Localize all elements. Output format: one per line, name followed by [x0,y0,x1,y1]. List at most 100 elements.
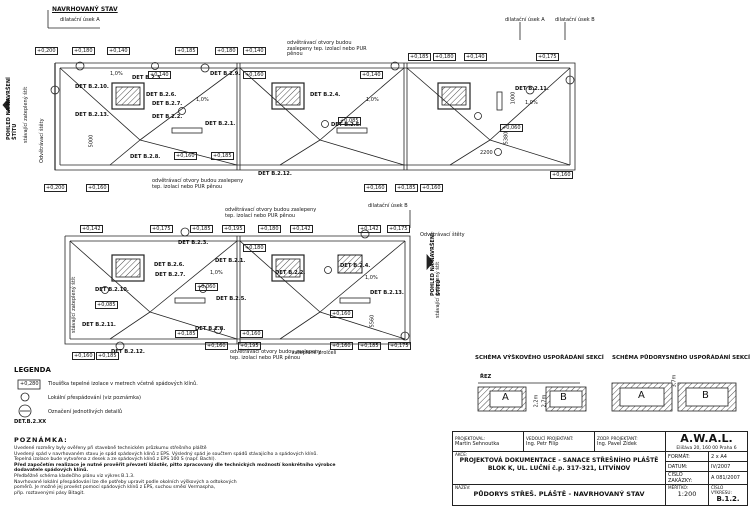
thickness-tag: +0,140 [464,53,487,61]
thickness-tag: +0,085 [338,117,361,125]
slope-label: 1,0% [365,275,378,281]
scheme-dim-2: 2,7m [541,394,548,408]
slope-label: 1,0% [196,97,209,103]
title-block: PROJEKTOVAL:Martin Sehnoutka VEDOUCÍ PRO… [452,431,748,506]
scheme-dim-3: 3,7m [671,374,678,388]
notes-body: Uvedené rozměry byly ověřeny při stavebn… [14,446,336,496]
section-schemes [477,382,737,412]
tb-projektant-label: PROJEKTOVAL: [455,436,486,441]
legend-tag-sample: +0,280 [20,381,39,387]
thickness-tag: +0,160 [330,310,353,318]
thickness-tag: +0,160 [243,71,266,79]
thickness-tag: +0,160 [86,184,109,192]
note-line: Tepelná izolace bude vytvořena z desek a… [14,457,216,463]
thickness-tag: +0,175 [388,342,411,350]
thickness-tag: +0,060 [500,124,523,132]
thickness-tag: +0,185 [96,352,119,360]
bottom-roof-plan [64,227,411,351]
thickness-tag: +0,180 [258,225,281,233]
thickness-tag: +0,185 [190,225,213,233]
thickness-tag: +0,185 [358,342,381,350]
edge-label-left: Odvětrávací štěty [39,118,45,163]
thickness-tag: +0,180 [72,47,95,55]
slope-label: 1,0% [366,97,379,103]
notes-title: POZNÁMKA: [14,436,68,444]
attic-label-right: stávající zateplený štít [435,261,441,318]
detail-tag: DET B.2.11. [82,322,116,328]
tb-akce-line2: BLOK K, UL. LUČNÍ č.p. 317-321, LITVÍNOV [487,465,631,472]
dimension-label: 5560 [369,314,376,328]
slope-label: 1,0% [110,71,123,77]
note-line: Uvedený spád v navrhovaném stavu je spád… [14,451,318,457]
detail-tag: DET B.2.6. [154,262,185,268]
thickness-tag: +0,175 [536,53,559,61]
note-line: Navrhované lokální přespádování lze dle … [14,479,237,485]
thickness-tag: +0,140 [107,47,130,55]
thickness-tag: +0,185 [175,330,198,338]
detail-tag: DET B.2.9. [210,71,241,77]
section-label-a-right: dilatační úsek A [505,17,545,23]
tb-format-label: FORMÁT: [668,453,690,460]
view-title-north: NAVRHOVANÝ STAV [52,6,118,13]
tb-zodp-label: ZODP. PROJEKTANT: [597,436,638,441]
thickness-tag: +0,195 [238,342,261,350]
tb-company-address: Elišáva 20, 160 00 Praha 6 [676,446,737,451]
detail-tag: DET B.2.12. [111,349,145,355]
tb-zakazka: A 081/2007 [711,475,740,481]
section-label-b-bottom: dilatační úsek B [368,203,408,209]
view-arrows [2,96,434,271]
detail-tag: DET B.2.5. [331,122,362,128]
detail-tag: DET B.2.2. [152,114,183,120]
tb-projektant: Martin Sehnoutka [455,441,500,447]
tb-zakazka-label: ČÍSLO ZAKÁZKY: [668,472,693,484]
detail-tag: DET B.2.7. [155,272,186,278]
note-line: Uvedené rozměry byly ověřeny při stavebn… [14,446,207,451]
scheme-dim-1: 2,2m [533,394,540,408]
dimension-label: 1000 [510,91,517,105]
thickness-tag: +0,185 [211,152,234,160]
north-arrow-marker [47,10,566,228]
tb-meritko: 1:200 [677,490,697,498]
detail-tag: DET B.2.12. [258,171,292,177]
thickness-tag: +0,160 [420,184,443,192]
thickness-tag: +0,180 [433,53,456,61]
tb-format: 2 x A4 [711,453,727,460]
thickness-tag: +0,180 [215,47,238,55]
thickness-tag: +0,160 [205,342,228,350]
detail-tag: DET B.2.13. [75,112,109,118]
tb-vedouci: Ing. Petr Filip [526,441,559,447]
thickness-tag: +0,060 [195,283,218,291]
scheme-plan-title: SCHÉMA PŮDORYSNÉHO USPOŘÁDÁNÍ SEKCÍ [612,355,750,361]
detail-tag: DET B.2.3. [178,240,209,246]
view-label-left: POHLED NA NAVRŠENÍ ŠTÍTU [6,77,18,140]
scheme-b: B [560,392,567,403]
edge-label-right: Odvětrávací štěty [420,232,465,238]
detail-tag: DET B.2.10. [95,287,129,293]
thickness-tag: +0,175 [150,225,173,233]
scheme-a: A [502,392,509,403]
detail-tag: DET B.2.8. [130,154,161,160]
detail-tag: DET B.2.3. [132,75,163,81]
dimension-label: 5380 [503,131,510,145]
detail-tag: DET B.2.7. [152,101,183,107]
tb-cislo-label: ČÍSLO VÝKRESU: [711,485,732,495]
thickness-tag: +0,180 [243,244,266,252]
thickness-tag: +0,085 [95,301,118,309]
thickness-tag: +0,142 [290,225,313,233]
thickness-tag: +0,142 [358,225,381,233]
thickness-tag: +0,160 [72,352,95,360]
gutter-note: zateplené prolčeli [292,350,337,356]
tb-vedouci-label: VEDOUCÍ PROJEKTANT: [526,436,574,441]
detail-tag: DET B.2.2. [275,270,306,276]
detail-tag: DET B.2.10. [75,84,109,90]
vent-note-top: odvětrávací otvory budou zaslepeny tep. … [287,40,367,57]
slope-label: 1,0% [210,270,223,276]
vent-note-mid: odvětrávací otvory budou zaslepeny tep. … [152,178,244,190]
vent-note-mid2: odvětrávací otvory budou zaslepeny tep. … [225,207,317,219]
thickness-tag: +0,200 [35,47,58,55]
thickness-tag: +0,160 [240,330,263,338]
slope-label: 1,0% [525,100,538,106]
tb-nazev-label: NÁZEV: [455,485,471,490]
attic-label-left: stávající zateplený štít [23,86,29,143]
